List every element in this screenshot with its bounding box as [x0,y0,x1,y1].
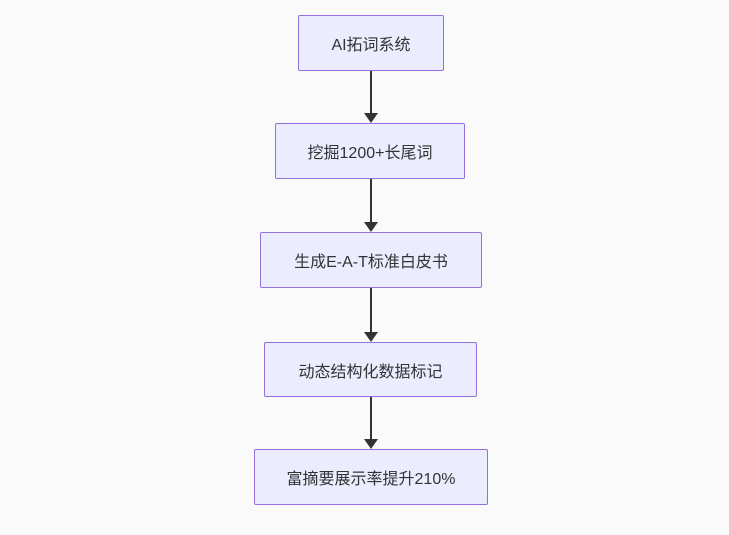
edge-line [370,179,372,222]
edge-line [370,71,372,113]
arrowhead-down-icon [364,439,378,449]
flow-edge-d-e [364,397,378,449]
flow-node-label: 挖掘1200+长尾词 [307,145,433,162]
flow-edge-b-c [364,179,378,232]
arrowhead-down-icon [364,222,378,232]
flow-node-eat-whitepaper: 生成E-A-T标准白皮书 [260,232,482,288]
flow-node-label: 生成E-A-T标准白皮书 [294,254,448,271]
flow-node-label: 富摘要展示率提升210% [286,471,456,488]
flow-node-structured-data-markup: 动态结构化数据标记 [264,342,477,397]
flow-edge-a-b [364,71,378,123]
arrowhead-down-icon [364,113,378,123]
flow-node-ai-keyword-system: AI拓词系统 [298,15,444,71]
flow-edge-c-d [364,288,378,342]
flow-node-label: 动态结构化数据标记 [298,363,443,381]
flow-node-label: AI拓词系统 [331,37,411,54]
edge-line [370,397,372,439]
edge-line [370,288,372,332]
flow-node-longtail-mining: 挖掘1200+长尾词 [275,123,465,179]
flow-node-rich-snippet-result: 富摘要展示率提升210% [254,449,488,505]
arrowhead-down-icon [364,332,378,342]
